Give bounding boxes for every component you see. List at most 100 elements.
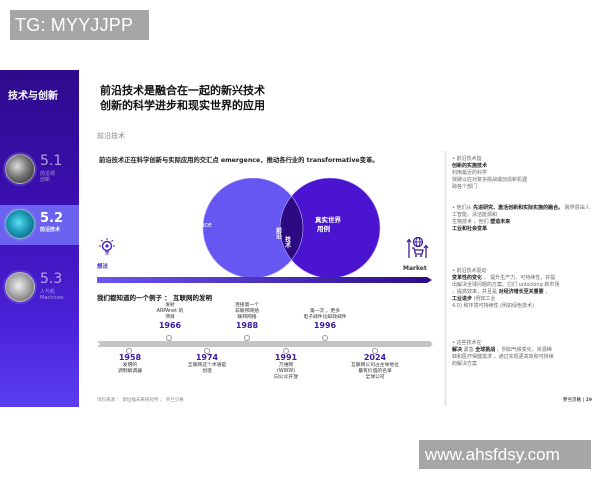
nav-subtitle-2: 创新 — [40, 177, 51, 183]
real-world-label-2: 用例 — [316, 224, 331, 233]
event-year: 1988 — [235, 321, 259, 330]
right-column-divider — [444, 151, 447, 406]
timeline-dot — [126, 348, 132, 354]
timeline-dot — [372, 348, 378, 354]
timeline-bar — [97, 341, 433, 347]
event-desc: 第一次 ，更多 — [309, 309, 341, 314]
bullet-line: ，提高效率，并且是 对经济增长至关重要 ， — [452, 289, 551, 295]
watermark-top: TG: MYYJJPP — [10, 10, 149, 40]
timeline-event-1966: 发射 ARPAnet 的 项目 1966 — [130, 303, 210, 331]
real-world-label-1: 真实世界 — [315, 215, 342, 224]
bullet-line: 突破以应对复杂挑战或创造新机遇 — [452, 177, 528, 183]
sidebar-item-5-1[interactable]: 5.1 前沿领 创新 — [0, 150, 79, 190]
source-note: 资料来源 ： 斯坦福未来研究所 ； 罗兰贝格 — [97, 398, 184, 403]
event-year: 1991 — [274, 353, 298, 362]
nav-subtitle: 人与机 — [40, 289, 56, 295]
event-desc: ARPAnet 的 — [156, 309, 184, 314]
lead-text: 前沿技术正在科学创新与实际应用的交汇点 emergence，推动各行业的 tra… — [99, 157, 379, 164]
event-desc: 创造 — [202, 369, 212, 374]
bullet-1: • 前沿技术指创新的实施技术利用最近的科学突破以应对复杂挑战或创造新机遇跨各个部… — [452, 156, 592, 191]
timeline-event-1996: 第一次 ，更多 电子邮件比邮政邮件 1996 — [285, 309, 365, 331]
timeline-event-1974: 1974 互联网这个术语是 创造 — [167, 353, 247, 375]
lightbulb-icon — [99, 238, 115, 255]
venn-diagram: Science 前沿 技术 真实世界 用例 — [187, 178, 381, 278]
bullet-2: • 他们从 先进研究、激活创新和实际实施的融合。 跨界层由人工智能、清洁能源和生… — [452, 205, 592, 233]
science-circle — [203, 178, 303, 278]
event-desc: 发明的 — [122, 363, 138, 368]
timeline-title: 我们都知道的一个例子 ： 互联网的发明 — [97, 294, 213, 302]
nav-subtitle: 前沿技术 — [40, 227, 61, 233]
sidebar-title: 技术与创新 — [8, 91, 58, 102]
timeline-dot — [322, 335, 328, 341]
globe-cart-icon — [406, 236, 429, 258]
bullet-line: 创新的实施技术 — [452, 163, 488, 169]
event-desc: (WWW) — [277, 369, 295, 374]
timeline-dot — [166, 335, 172, 341]
timeline-event-1988: 连接第一个 非联邦网络 联邦网络 1988 — [207, 303, 287, 331]
page-title: 前沿技术是融合在一起的新兴技术 创新的科学进步和现实世界的应用 — [100, 83, 265, 113]
nav-number: 5.2 — [40, 211, 64, 226]
nav-number: 5.1 — [40, 153, 63, 169]
bullet-line: • 这些技术在 — [452, 340, 482, 346]
bullet-line: 工业进步 (例如工业 — [452, 296, 496, 302]
real-world-circle — [280, 178, 380, 278]
timeline-dot — [244, 335, 250, 341]
timeline-event-2024: 2024 互联网公司占主导地位 最有价值的名单 全球公司 — [335, 353, 415, 381]
bullet-line: • 前沿技术指 — [452, 156, 482, 162]
event-desc: 非联邦网络 — [235, 309, 259, 314]
timeline-dot — [204, 348, 210, 354]
market-label: Market — [403, 265, 427, 272]
bullet-line: • 前沿技术驱动 — [452, 268, 487, 274]
event-desc: 联邦网络 — [237, 315, 257, 320]
bullet-line: 缺和医疗保健需求 ，通过实现更高效和可持续 — [452, 354, 554, 360]
event-year: 1958 — [118, 353, 142, 362]
bullet-line: 出解决全球问题的方案。它们 unlocking 新市场 — [452, 282, 560, 288]
sidebar: 技术与创新 5.1 前沿领 创新 5.2 前沿技术 5.3 人与机 Machin… — [0, 70, 79, 407]
nav-number: 5.3 — [40, 271, 63, 287]
event-desc: 向公众开放 — [274, 375, 298, 380]
bullet-line: 利用最近的科学 — [452, 170, 488, 176]
event-desc: 连接第一个 — [235, 303, 259, 308]
bullet-line: 跨各个部门 — [452, 184, 478, 190]
title-line-1: 前沿技术是融合在一起的新兴技术 — [100, 84, 265, 97]
thumbnail-image — [5, 272, 35, 302]
bullet-line: 工业和社会变革 — [452, 226, 488, 232]
event-desc: 调制解调器 — [118, 369, 142, 374]
sidebar-item-5-3[interactable]: 5.3 人与机 Machines — [0, 268, 79, 308]
bullet-3: • 前沿技术驱动变革性的变化 ， 提升生产力、可持续性，并提出解决全球问题的方案… — [452, 268, 592, 310]
bullet-line: • 他们从 先进研究、激活创新和实际实施的融合。 跨界层由人工智能、清洁能源和 — [452, 205, 590, 218]
bullet-line: 4.0) 和环境可持续性 (例如绿色技术) — [452, 303, 534, 309]
section-label: 前沿技术 — [97, 132, 125, 140]
event-desc: 互联网公司占主导地位 — [351, 363, 399, 368]
thumbnail-image — [5, 154, 35, 184]
watermark-bottom: www.ahsfdsy.com — [419, 440, 591, 469]
title-line-2: 创新的科学进步和现实世界的应用 — [100, 99, 265, 112]
bullet-line: 的解决方案 — [452, 361, 478, 367]
event-desc: 互联网这个术语是 — [187, 363, 227, 368]
event-desc: 万维网 — [278, 363, 294, 368]
event-desc: 发射 — [165, 303, 175, 308]
event-desc: 全球公司 — [365, 375, 385, 380]
bullet-line: 生物技术 ，他们 塑造未来 — [452, 219, 511, 225]
event-desc: 项目 — [165, 315, 175, 320]
timeline-event-1991: 1991 万维网 (WWW) 向公众开放 — [246, 353, 326, 381]
event-desc: 电子邮件比邮政邮件 — [303, 315, 347, 320]
event-year: 1974 — [195, 353, 219, 362]
event-year: 1966 — [158, 321, 182, 330]
overlap-label-1: 前沿 — [275, 226, 282, 240]
nav-subtitle-2: Machines — [40, 295, 64, 301]
science-label: Science — [187, 222, 212, 229]
overlap-label-2: 技术 — [284, 235, 291, 249]
bullet-line: 解决 紧急 全球挑战 ，例如气候变化、资源稀 — [452, 347, 552, 353]
idea-label: 想法 — [97, 264, 109, 270]
flow-arrow — [97, 277, 432, 283]
timeline-dot — [283, 348, 289, 354]
sidebar-item-5-2[interactable]: 5.2 前沿技术 — [0, 205, 79, 245]
bullet-line: 变革性的变化 ， 提升生产力、可持续性，并提 — [452, 275, 556, 281]
event-year: 1996 — [313, 321, 337, 330]
timeline-event-1958: 1958 发明的 调制解调器 — [90, 353, 170, 375]
thumbnail-image — [5, 209, 35, 239]
bullet-4: • 这些技术在解决 紧急 全球挑战 ，例如气候变化、资源稀缺和医疗保健需求 ，通… — [452, 340, 592, 368]
page-number: 罗兰贝格 | 29 — [563, 398, 593, 403]
event-year: 2024 — [363, 353, 387, 362]
